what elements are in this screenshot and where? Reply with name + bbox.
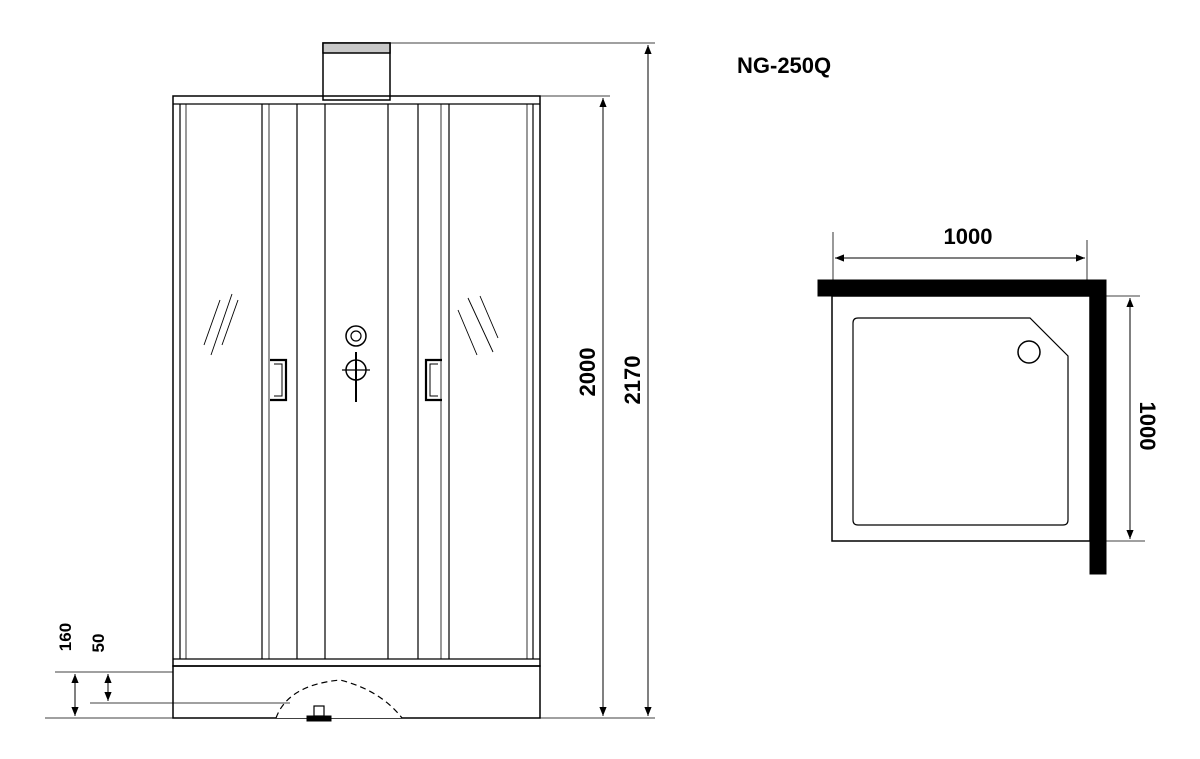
top-view <box>817 279 1107 575</box>
dim-label-width: 1000 <box>944 224 993 249</box>
mixer-knob-top <box>345 325 367 347</box>
top-dimensions <box>832 232 1145 542</box>
front-view <box>172 42 541 722</box>
right-door-handle <box>424 358 442 402</box>
glass-reflection-left <box>203 293 239 356</box>
top-cap <box>322 42 391 54</box>
dim-label-depth: 1000 <box>1135 402 1160 451</box>
dim-label-2170: 2170 <box>620 356 645 405</box>
model-title: NG-250Q <box>737 53 831 78</box>
back-wall <box>817 279 1107 297</box>
side-wall <box>1089 279 1107 575</box>
tray-basin <box>852 317 1069 526</box>
dim-label-50: 50 <box>89 634 108 653</box>
dim-label-160: 160 <box>56 623 75 651</box>
dim-label-2000: 2000 <box>575 348 600 397</box>
left-door-handle <box>270 358 288 402</box>
glass-reflection-right <box>457 295 499 356</box>
front-dimensions <box>45 42 655 719</box>
drain-cutaway <box>275 679 403 719</box>
tray-outline <box>831 295 1091 542</box>
drain-hole <box>1017 340 1041 364</box>
